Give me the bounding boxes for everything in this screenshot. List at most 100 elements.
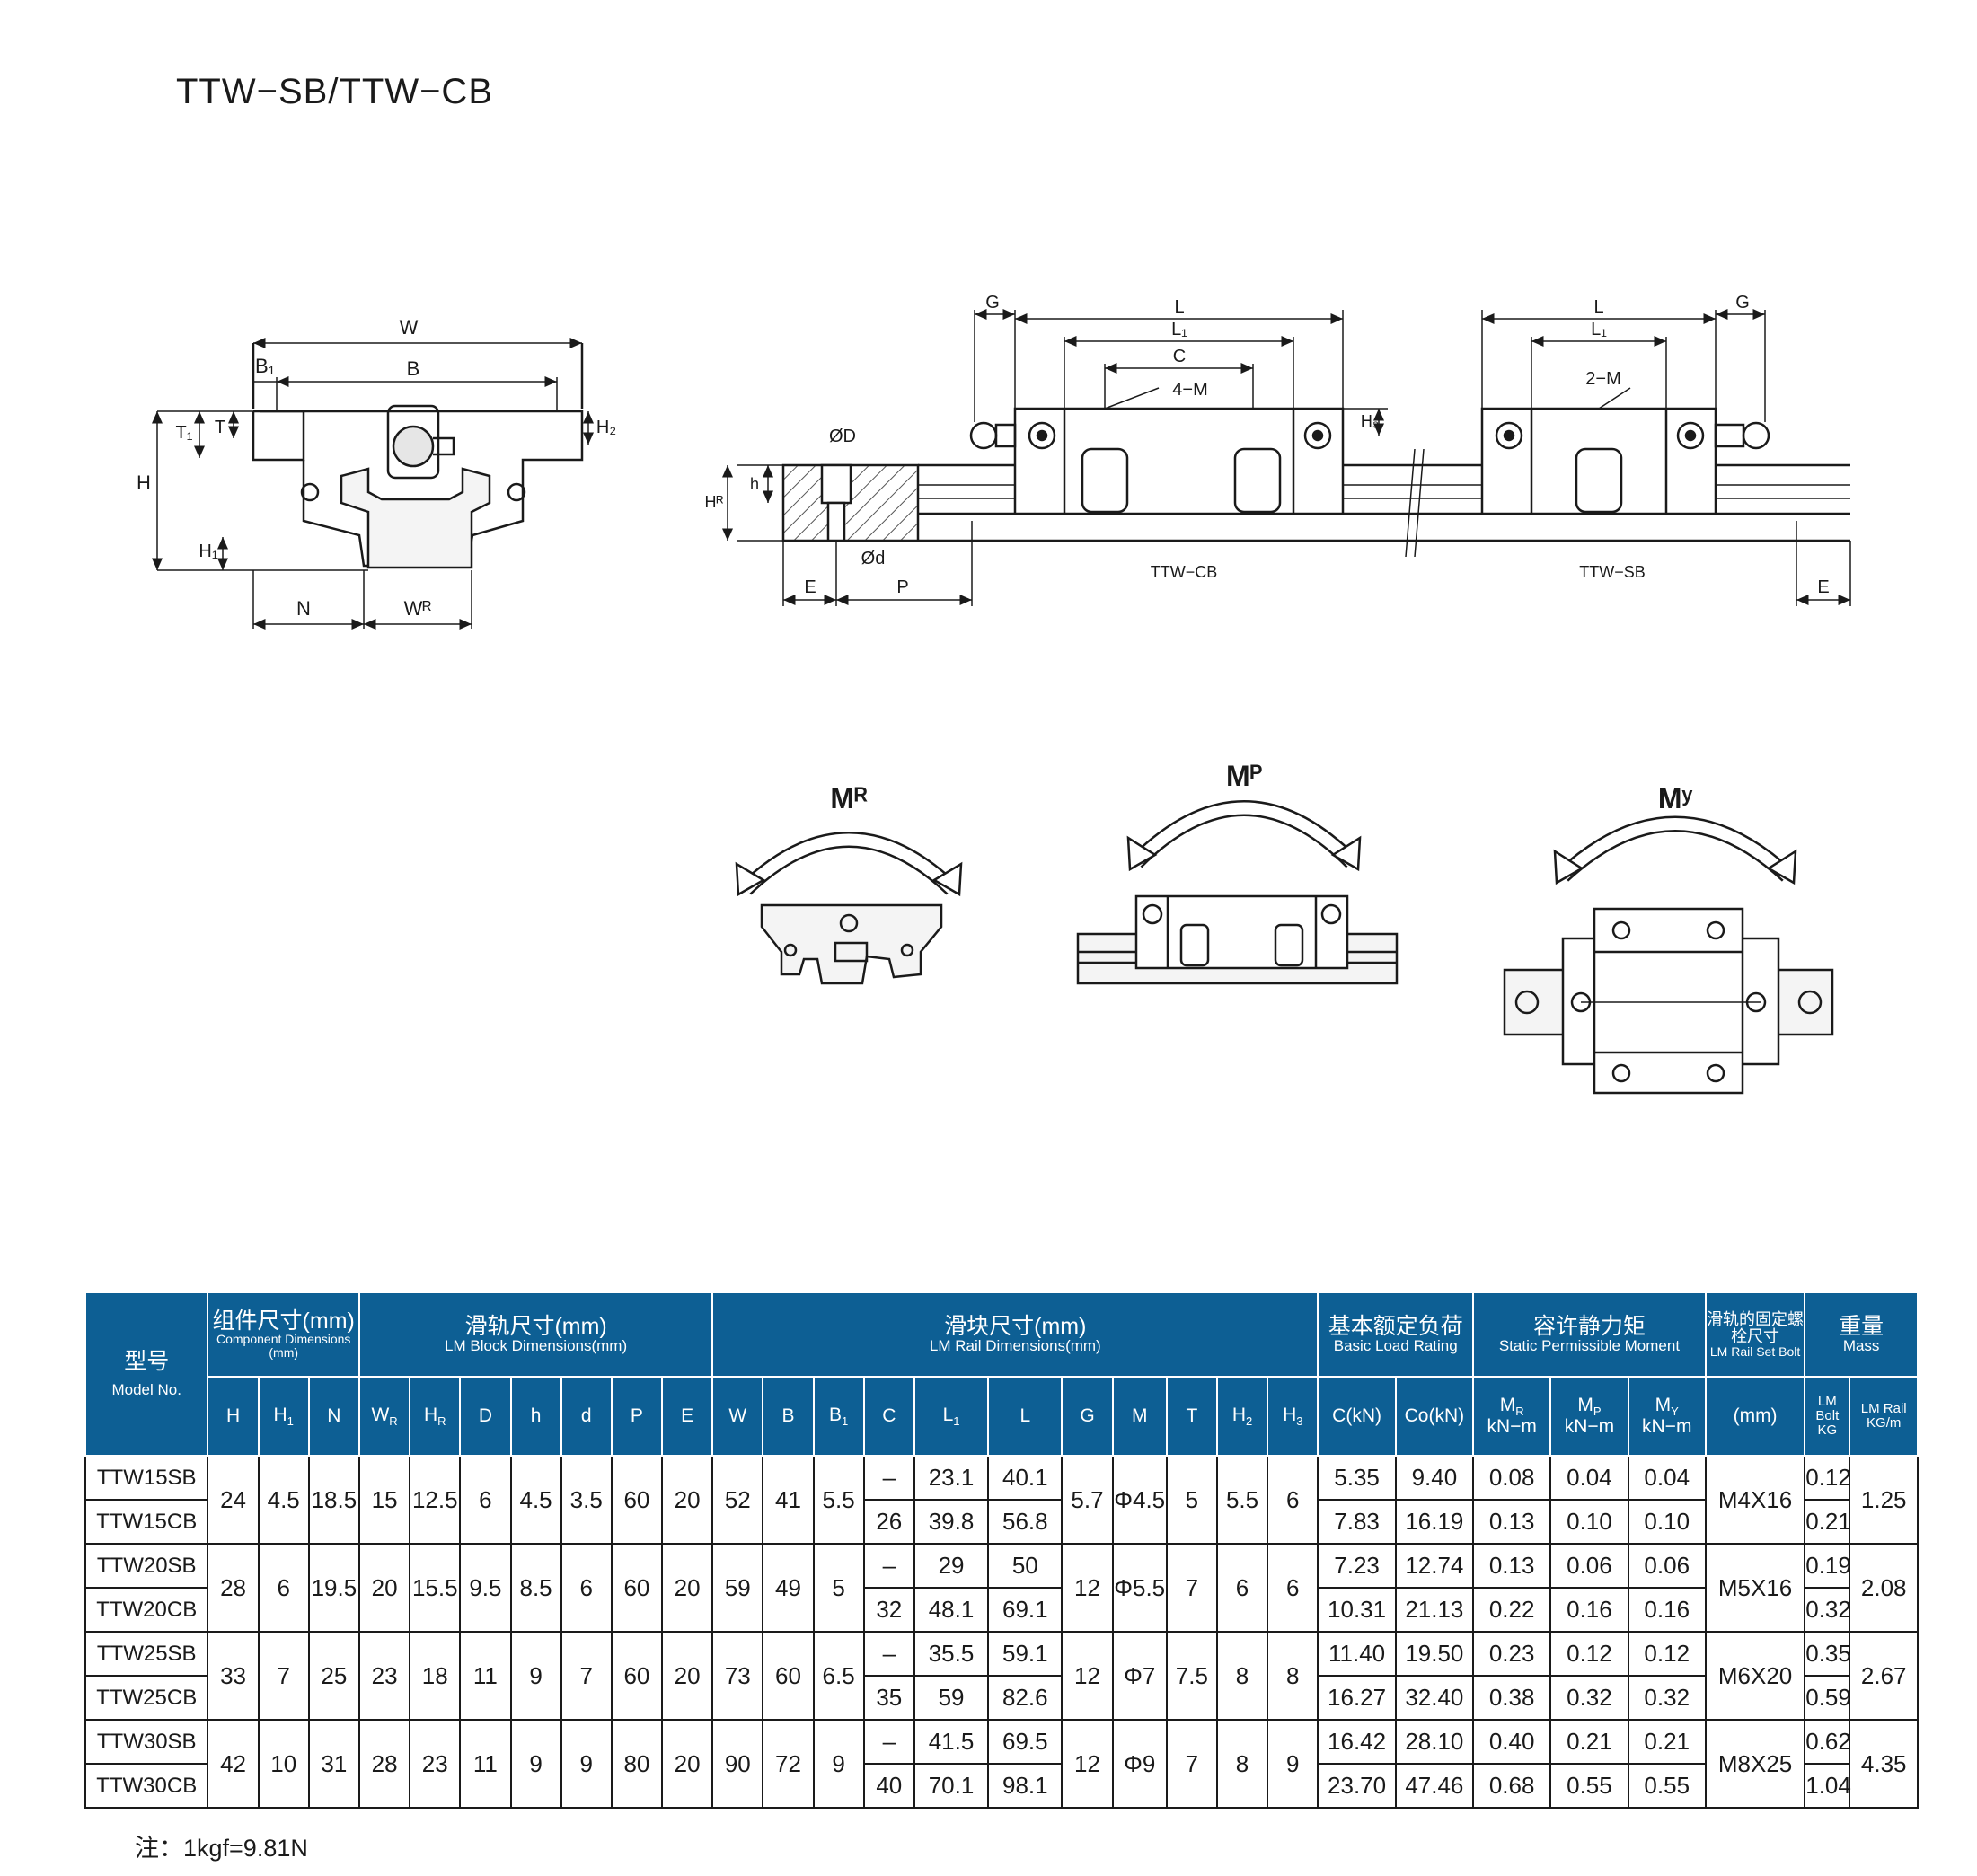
- cell-M: Φ9: [1111, 1719, 1168, 1809]
- label-sb: TTW−SB: [1579, 563, 1646, 581]
- cell-D: 9.5: [459, 1543, 512, 1633]
- col-h: h: [509, 1376, 562, 1457]
- label-H: H: [137, 471, 151, 494]
- col-E: E: [661, 1376, 714, 1457]
- cell-Co_kn: 32.40: [1394, 1675, 1475, 1721]
- cell-D: 11: [459, 1719, 512, 1809]
- cell-L: 40.1: [987, 1455, 1064, 1501]
- cell-L1: 48.1: [913, 1587, 990, 1633]
- cell-C: 32: [862, 1587, 915, 1633]
- cell-lmbolt: 1.04: [1804, 1763, 1851, 1809]
- header-bolt: 滑轨的固定螺栓尺寸 LM Rail Set Bolt: [1704, 1291, 1806, 1378]
- label-h: h: [750, 475, 759, 493]
- cell-MR: 0.68: [1472, 1763, 1552, 1809]
- cell-MY: 0.55: [1627, 1763, 1707, 1809]
- cell-HR: 18: [409, 1631, 462, 1721]
- cell-model: TTW25CB: [84, 1675, 209, 1721]
- cell-H1: 10: [257, 1719, 310, 1809]
- cell-N: 25: [307, 1631, 360, 1721]
- cell-G: 12: [1061, 1631, 1114, 1721]
- cell-C: 40: [862, 1763, 915, 1809]
- cross-section-drawing: [152, 338, 594, 630]
- col-B1: B1: [812, 1376, 865, 1457]
- cell-MR: 0.22: [1472, 1587, 1552, 1633]
- label-cb: TTW−CB: [1151, 563, 1218, 581]
- cell-T: 5: [1165, 1455, 1218, 1545]
- cell-model: TTW15CB: [84, 1499, 209, 1545]
- cell-d: 9: [560, 1719, 613, 1809]
- cell-H2: 8: [1215, 1631, 1269, 1721]
- moment-diagram-my: [1503, 815, 1834, 1095]
- cell-MR: 0.38: [1472, 1675, 1552, 1721]
- cell-Co_kn: 47.46: [1394, 1763, 1475, 1809]
- col-Ckn: C(kN): [1317, 1376, 1397, 1457]
- cell-L1: 70.1: [913, 1763, 990, 1809]
- cell-W: 52: [711, 1455, 764, 1545]
- cell-E: 20: [661, 1719, 714, 1809]
- cell-Co_kn: 16.19: [1394, 1499, 1475, 1545]
- cell-P: 80: [610, 1719, 664, 1809]
- cell-MY: 0.06: [1627, 1543, 1707, 1589]
- page-title: TTW−SB/TTW−CB: [176, 72, 493, 111]
- cell-G: 12: [1061, 1543, 1114, 1633]
- cell-Co_kn: 9.40: [1394, 1455, 1475, 1501]
- cell-Co_kn: 21.13: [1394, 1587, 1475, 1633]
- label-T: T: [215, 418, 225, 437]
- cell-H3: 8: [1267, 1631, 1319, 1721]
- cell-H2: 8: [1215, 1719, 1269, 1809]
- cell-lmbolt: 0.21: [1804, 1499, 1851, 1545]
- cell-MP: 0.10: [1549, 1499, 1629, 1545]
- cell-model: TTW20CB: [84, 1587, 209, 1633]
- cell-L1: 35.5: [913, 1631, 990, 1677]
- label-phid: Ød: [861, 549, 886, 568]
- cell-C: –: [862, 1631, 915, 1677]
- cell-HR: 23: [409, 1719, 462, 1809]
- cell-model: TTW20SB: [84, 1543, 209, 1589]
- col-L: L: [987, 1376, 1064, 1457]
- label-H1: H₁: [199, 542, 217, 561]
- cell-MY: 0.10: [1627, 1499, 1707, 1545]
- cell-HR: 12.5: [409, 1455, 462, 1545]
- col-d: d: [560, 1376, 613, 1457]
- cell-lmbolt: 0.32: [1804, 1587, 1851, 1633]
- cell-H: 24: [207, 1455, 260, 1545]
- cell-H: 42: [207, 1719, 260, 1809]
- label-G-left: G: [985, 293, 1000, 313]
- cell-h: 4.5: [509, 1455, 562, 1545]
- col-H3: H3: [1267, 1376, 1319, 1457]
- cell-M: Φ4.5: [1111, 1455, 1168, 1545]
- cell-MY: 0.04: [1627, 1455, 1707, 1501]
- cell-d: 6: [560, 1543, 613, 1633]
- side-view-drawing: [722, 309, 1851, 606]
- cell-W: 59: [711, 1543, 764, 1633]
- cell-C_kn: 5.35: [1317, 1455, 1397, 1501]
- label-C: C: [1173, 347, 1186, 366]
- label-B1: B₁: [255, 355, 275, 377]
- col-D: D: [459, 1376, 512, 1457]
- label-L-left: L: [1174, 297, 1184, 317]
- label-HR: Hᴿ: [704, 493, 723, 511]
- cell-H3: 9: [1267, 1719, 1319, 1809]
- col-H2: H2: [1215, 1376, 1269, 1457]
- cell-MP: 0.06: [1549, 1543, 1629, 1589]
- technical-drawings: W B₁ B T₁ T H₂ H H₁ N Wᴿ: [137, 293, 1851, 1095]
- cell-bolt: M6X20: [1704, 1631, 1806, 1721]
- cell-rail: 2.08: [1849, 1543, 1919, 1633]
- cell-model: TTW25SB: [84, 1631, 209, 1677]
- header-model: 型号 Model No.: [84, 1291, 209, 1457]
- cell-MP: 0.21: [1549, 1719, 1629, 1765]
- cell-MY: 0.32: [1627, 1675, 1707, 1721]
- col-M: M: [1111, 1376, 1168, 1457]
- label-MR: Mᴿ: [830, 782, 868, 815]
- cell-B1: 5: [812, 1543, 865, 1633]
- label-P: P: [896, 577, 908, 597]
- cell-N: 31: [307, 1719, 360, 1809]
- cell-MY: 0.16: [1627, 1587, 1707, 1633]
